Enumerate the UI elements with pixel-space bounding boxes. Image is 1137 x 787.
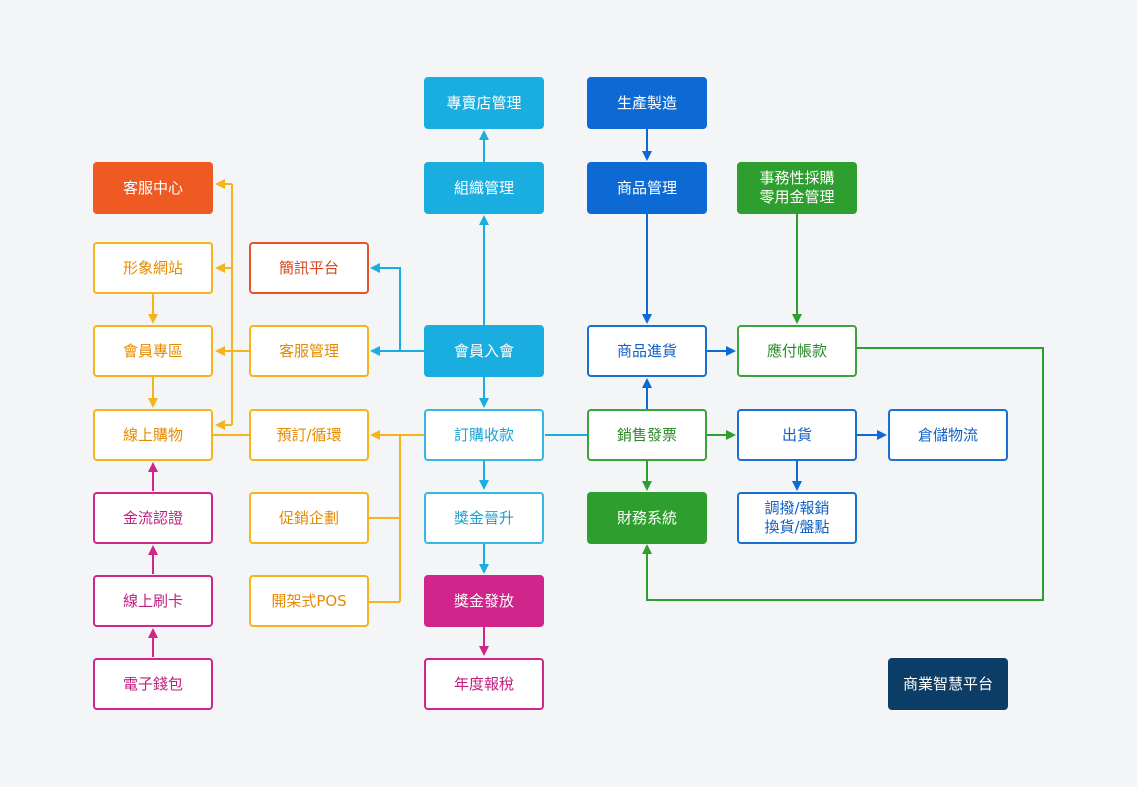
node-label: 事務性採購 零用金管理 xyxy=(759,169,835,206)
sales-invoice-node[interactable]: 銷售發票 xyxy=(587,409,707,461)
open-pos-node[interactable]: 開架式POS xyxy=(249,575,369,627)
warehouse-logistics-node[interactable]: 倉儲物流 xyxy=(888,409,1008,461)
payment-auth-node[interactable]: 金流認證 xyxy=(93,492,213,544)
brand-website-node[interactable]: 形象網站 xyxy=(93,242,213,294)
annual-tax-node[interactable]: 年度報稅 xyxy=(424,658,544,710)
node-label: 財務系統 xyxy=(616,508,677,527)
node-label: 銷售發票 xyxy=(616,425,677,444)
node-label: 開架式POS xyxy=(271,591,347,610)
node-label: 生產製造 xyxy=(616,93,677,112)
node-label: 商品管理 xyxy=(616,178,677,197)
member-join-node[interactable]: 會員入會 xyxy=(424,325,544,377)
bonus-payout-node[interactable]: 獎金發放 xyxy=(424,575,544,627)
accounts-payable-node[interactable]: 應付帳款 xyxy=(737,325,857,377)
magenta-connectors xyxy=(148,462,489,657)
production-node[interactable]: 生產製造 xyxy=(587,77,707,129)
cyan-connectors xyxy=(370,130,587,574)
node-label: 倉儲物流 xyxy=(917,425,978,444)
node-label: 電子錢包 xyxy=(122,674,183,693)
blue-connectors xyxy=(642,129,887,491)
preorder-cycle-node[interactable]: 預訂/循環 xyxy=(249,409,369,461)
node-label: 商品進貨 xyxy=(616,341,677,360)
business-intelligence-node[interactable]: 商業智慧平台 xyxy=(888,658,1008,710)
green-connectors xyxy=(642,214,1044,601)
product-purchase-node[interactable]: 商品進貨 xyxy=(587,325,707,377)
node-label: 獎金發放 xyxy=(453,591,514,610)
node-label: 形象網站 xyxy=(122,258,183,277)
petty-cash-node[interactable]: 事務性採購 零用金管理 xyxy=(737,162,857,214)
finance-system-node[interactable]: 財務系統 xyxy=(587,492,707,544)
node-label: 線上購物 xyxy=(122,425,183,444)
node-label: 會員入會 xyxy=(453,341,514,360)
transfer-returns-node[interactable]: 調撥/報銷 換貨/盤點 xyxy=(737,492,857,544)
node-label: 年度報稅 xyxy=(453,674,514,693)
e-wallet-node[interactable]: 電子錢包 xyxy=(93,658,213,710)
member-zone-node[interactable]: 會員專區 xyxy=(93,325,213,377)
online-card-node[interactable]: 線上刷卡 xyxy=(93,575,213,627)
node-label: 會員專區 xyxy=(122,341,183,360)
node-label: 客服中心 xyxy=(122,178,183,197)
order-payment-node[interactable]: 訂購收款 xyxy=(424,409,544,461)
node-label: 商業智慧平台 xyxy=(902,674,993,693)
node-label: 出貨 xyxy=(781,425,812,444)
node-label: 組織管理 xyxy=(453,178,514,197)
node-label: 簡訊平台 xyxy=(278,258,339,277)
node-label: 專賣店管理 xyxy=(446,93,522,112)
node-label: 訂購收款 xyxy=(453,425,514,444)
sms-platform-node[interactable]: 簡訊平台 xyxy=(249,242,369,294)
online-shopping-node[interactable]: 線上購物 xyxy=(93,409,213,461)
node-label: 調撥/報銷 換貨/盤點 xyxy=(764,499,830,536)
orange-connectors xyxy=(148,179,424,603)
node-label: 獎金晉升 xyxy=(453,508,514,527)
bonus-promotion-node[interactable]: 獎金晉升 xyxy=(424,492,544,544)
node-label: 促銷企劃 xyxy=(278,508,339,527)
node-label: 客服管理 xyxy=(278,341,339,360)
customer-service-mgmt-node[interactable]: 客服管理 xyxy=(249,325,369,377)
node-label: 應付帳款 xyxy=(766,341,827,360)
promotion-planning-node[interactable]: 促銷企劃 xyxy=(249,492,369,544)
product-mgmt-node[interactable]: 商品管理 xyxy=(587,162,707,214)
node-label: 金流認證 xyxy=(122,508,183,527)
shipping-node[interactable]: 出貨 xyxy=(737,409,857,461)
store-mgmt-node[interactable]: 專賣店管理 xyxy=(424,77,544,129)
node-label: 預訂/循環 xyxy=(276,425,342,444)
org-mgmt-node[interactable]: 組織管理 xyxy=(424,162,544,214)
customer-service-center-node[interactable]: 客服中心 xyxy=(93,162,213,214)
node-label: 線上刷卡 xyxy=(122,591,183,610)
